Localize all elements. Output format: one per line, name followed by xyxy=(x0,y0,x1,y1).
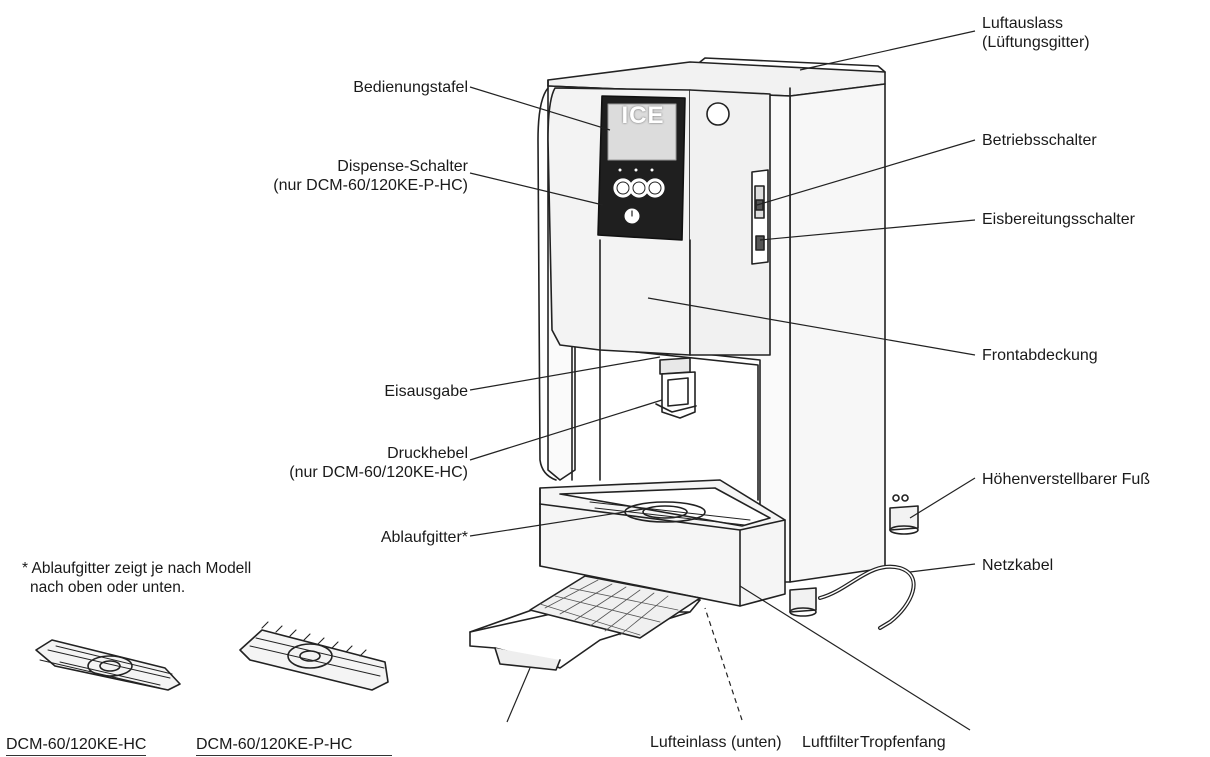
air-filter xyxy=(469,575,701,671)
label-frontabdeckung: Frontabdeckung xyxy=(982,347,1098,364)
footnote: * Ablaufgitter zeigt je nach Modell nach… xyxy=(22,560,252,596)
label-netzkabel: Netzkabel xyxy=(982,557,1054,574)
label-druckhebel: Druckhebel (nur DCM-60/120KE-HC) xyxy=(289,445,468,481)
label-eisbereitungsschalter: Eisbereitungsschalter xyxy=(982,211,1135,228)
feet xyxy=(789,494,919,617)
label-ablaufgitter: Ablaufgitter* xyxy=(380,529,468,546)
model-caption-right: DCM-60/120KE-P-HC xyxy=(196,735,393,756)
panel-logo: ICE xyxy=(621,102,665,129)
label-tropfenfang: Tropfenfang xyxy=(860,734,946,751)
leader-lines xyxy=(469,30,976,731)
grate-variant-left xyxy=(35,639,181,691)
side-switches xyxy=(751,169,769,265)
label-hoehenverstellbarer-fuss: Höhenverstellbarer Fuß xyxy=(982,471,1151,488)
label-bedienungstafel: Bedienungstafel xyxy=(353,79,468,96)
round-indicator xyxy=(706,102,730,126)
label-luftauslass: Luftauslass (Lüftungsgitter) xyxy=(982,15,1090,51)
label-dispense-schalter: Dispense-Schalter (nur DCM-60/120KE-P-HC… xyxy=(273,158,468,194)
label-eisausgabe: Eisausgabe xyxy=(384,383,468,400)
drip-tray xyxy=(539,479,786,607)
label-betriebsschalter: Betriebsschalter xyxy=(982,132,1097,149)
control-panel xyxy=(597,95,686,241)
ice-chute xyxy=(655,357,697,419)
label-luftfilter: Luftfilter xyxy=(802,734,859,751)
label-lufteinlass: Lufteinlass (unten) xyxy=(650,734,782,751)
side-panel xyxy=(784,83,886,583)
model-caption-left: DCM-60/120KE-HC xyxy=(6,735,147,756)
grate-variant-right xyxy=(239,621,389,691)
